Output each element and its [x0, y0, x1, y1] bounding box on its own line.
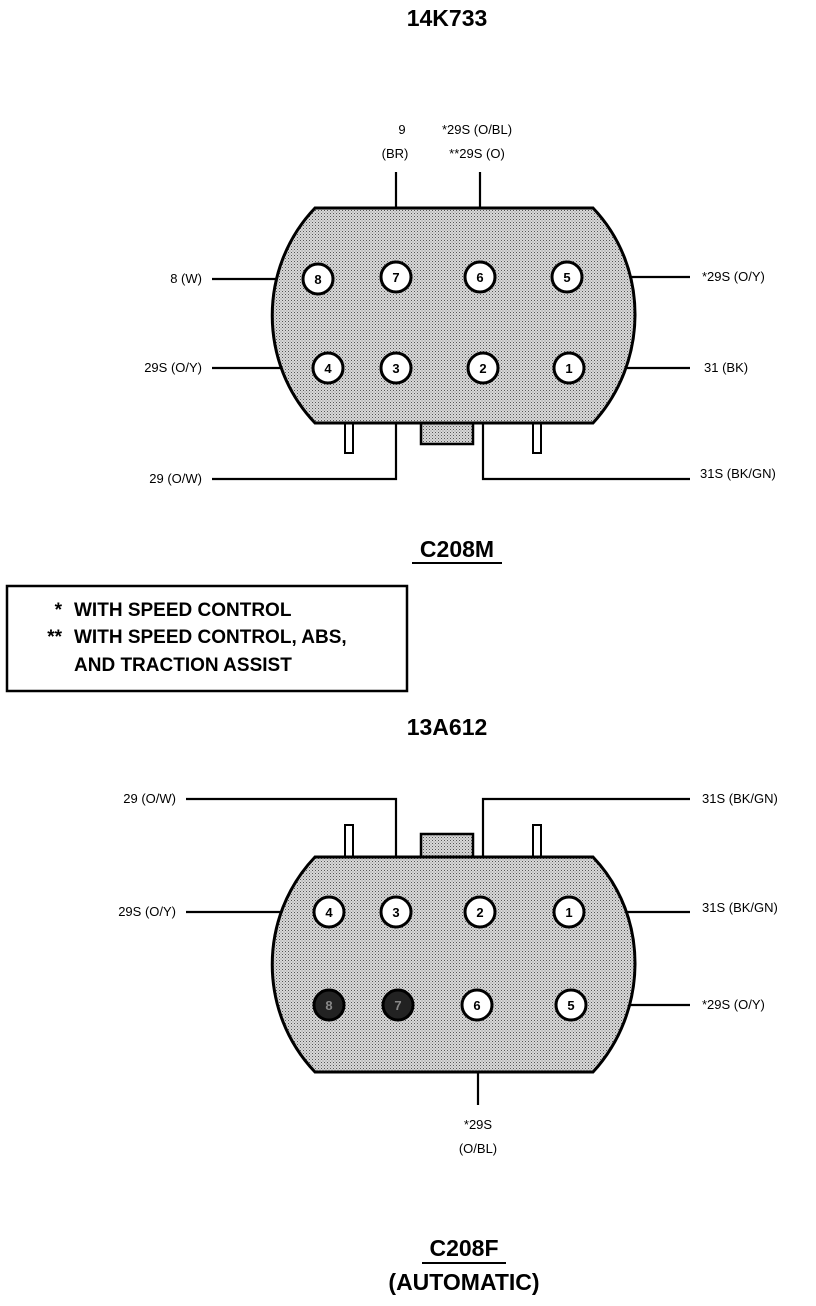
top-part-number: 14K733: [407, 5, 488, 31]
top-pin-4-label: 29S (O/Y): [144, 360, 202, 375]
top-connector-name: C208M: [420, 536, 494, 562]
bottom-pin-2: 2: [463, 895, 497, 929]
bottom-latch-tabs: [344, 824, 542, 860]
bottom-pin-7-filled: 7: [381, 988, 415, 1022]
svg-text:7: 7: [394, 998, 401, 1013]
svg-text:2: 2: [476, 905, 483, 920]
bottom-pin-6: 6: [460, 988, 494, 1022]
legend-text-3: AND TRACTION ASSIST: [74, 655, 292, 676]
svg-text:5: 5: [567, 998, 574, 1013]
bottom-pin-6-label-line1: *29S: [464, 1117, 493, 1132]
top-pin-3-label: 29 (O/W): [149, 471, 202, 486]
svg-text:3: 3: [392, 905, 399, 920]
bottom-pin-1: 1: [552, 895, 586, 929]
svg-text:2: 2: [479, 361, 486, 376]
bottom-connector-subtitle: (AUTOMATIC): [388, 1269, 539, 1295]
bottom-pin-5: 5: [554, 988, 588, 1022]
top-pin-5-label: *29S (O/Y): [702, 269, 765, 284]
top-pin-6: 6: [463, 260, 497, 294]
top-connector-body: [270, 206, 637, 425]
bottom-pin-1-label: 31S (BK/GN): [702, 900, 778, 915]
bottom-pin-4: 4: [312, 895, 346, 929]
legend-text-1: WITH SPEED CONTROL: [74, 600, 292, 621]
top-pin-3: 3: [379, 351, 413, 385]
legend-mark-2: **: [47, 627, 62, 648]
bottom-pin-6-label-line2: (O/BL): [459, 1141, 497, 1156]
bottom-pin-4-label: 29S (O/Y): [118, 904, 176, 919]
top-pin-2-label: 31S (BK/GN): [700, 466, 776, 481]
bottom-pin-5-label: *29S (O/Y): [702, 997, 765, 1012]
svg-text:4: 4: [324, 361, 332, 376]
legend-box: * WITH SPEED CONTROL ** WITH SPEED CONTR…: [5, 584, 409, 693]
top-pin-8-label: 8 (W): [170, 271, 202, 286]
legend-mark-1: *: [55, 600, 63, 621]
top-pin-7-label-line2: (BR): [382, 146, 409, 161]
svg-text:6: 6: [473, 998, 480, 1013]
top-pin-7-label-line1: 9: [398, 122, 405, 137]
bottom-pin-2-label: 31S (BK/GN): [702, 791, 778, 806]
bottom-pin-8-filled: 8: [312, 988, 346, 1022]
top-pin-7: 7: [379, 260, 413, 294]
svg-text:6: 6: [476, 270, 483, 285]
svg-text:3: 3: [392, 361, 399, 376]
svg-text:8: 8: [314, 272, 321, 287]
top-pin-5: 5: [550, 260, 584, 294]
top-pin-6-label-line1: *29S (O/BL): [442, 122, 512, 137]
svg-text:1: 1: [565, 361, 572, 376]
top-pin-4: 4: [311, 351, 345, 385]
svg-text:8: 8: [325, 998, 332, 1013]
top-latch-tabs: [344, 419, 542, 454]
legend-text-2: WITH SPEED CONTROL, ABS,: [74, 627, 347, 648]
top-pin-2: 2: [466, 351, 500, 385]
bottom-pin-3: 3: [379, 895, 413, 929]
bottom-connector-name: C208F: [429, 1235, 498, 1261]
svg-text:4: 4: [325, 905, 333, 920]
svg-text:5: 5: [563, 270, 570, 285]
top-pin-6-label-line2: **29S (O): [449, 146, 505, 161]
top-pin-1-label: 31 (BK): [704, 360, 748, 375]
bottom-connector-body: [270, 855, 637, 1074]
top-pin-8: 8: [301, 262, 335, 296]
bottom-pin-3-label: 29 (O/W): [123, 791, 176, 806]
svg-text:7: 7: [392, 270, 399, 285]
svg-text:1: 1: [565, 905, 572, 920]
bottom-part-number: 13A612: [407, 714, 488, 740]
top-pin-1: 1: [552, 351, 586, 385]
